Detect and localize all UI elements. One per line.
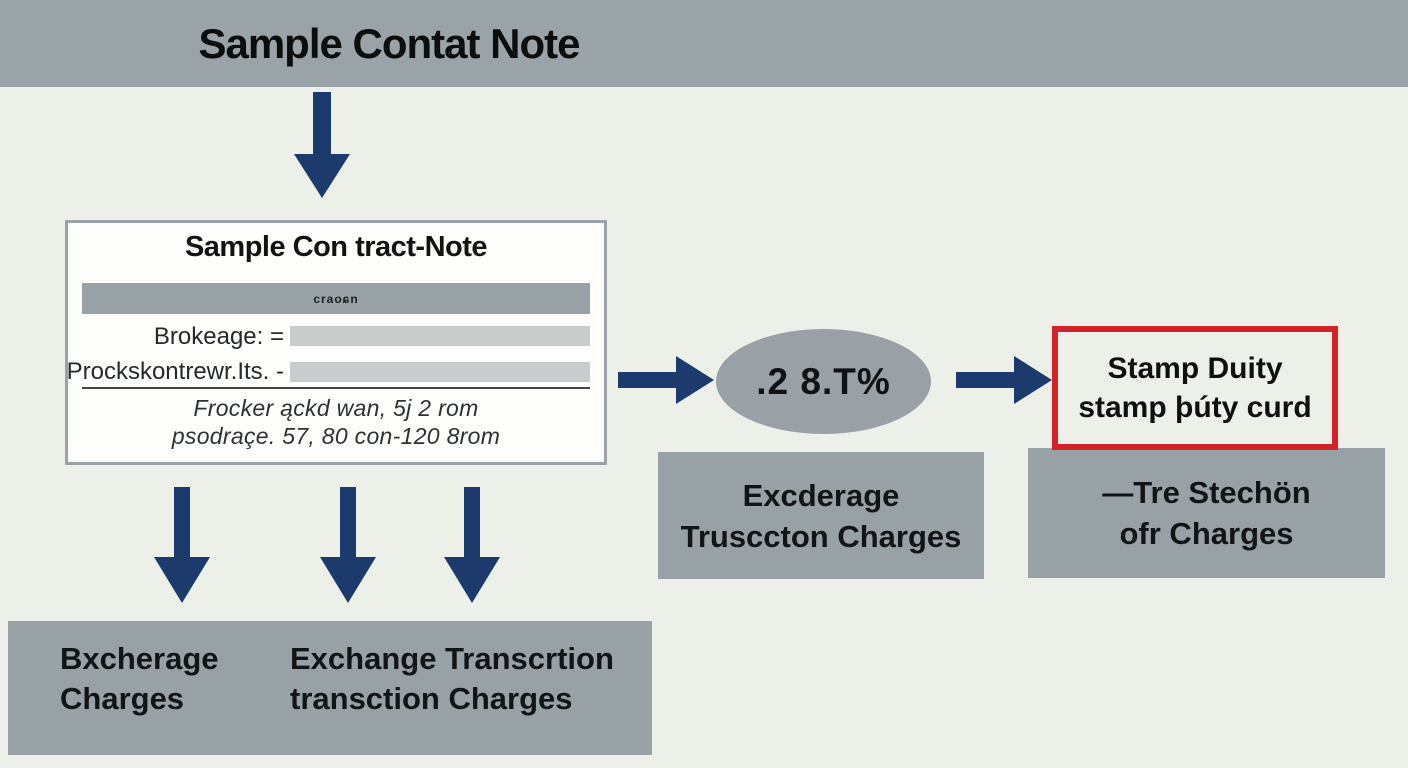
- rate-value: .2 8.T%: [756, 360, 891, 402]
- header-bar: Sample Contat Note: [0, 0, 1408, 87]
- stamp-duty-line2: stamp þúty curd: [1078, 391, 1312, 424]
- page-title: Sample Contat Note: [198, 19, 580, 67]
- contract-note-band: craoɕn: [82, 283, 590, 314]
- rate-ellipse: .2 8.T%: [716, 329, 931, 434]
- contract-note-band-text: craoɕn: [313, 291, 359, 306]
- brokerage-charges-line2: Charges: [60, 681, 185, 716]
- charges-row-label: Prockskontrewr.Its. -: [66, 358, 284, 385]
- securities-transaction-charges-box: —Tre Stechön ofr Charges: [1028, 448, 1385, 578]
- brokerage-charges-line1: Bxcherage: [60, 641, 219, 676]
- arrow-down-icon: [320, 487, 376, 603]
- note-footnote-line1: Frocker ąckd wan, 5j 2 rom: [193, 395, 479, 421]
- exchange-transaction-charges-label: Exchange Transcrtion transction Charges: [290, 639, 614, 719]
- arrow-right-icon: [618, 356, 714, 404]
- securities-txn-line2: ofr Charges: [1119, 516, 1294, 551]
- arrow-down-icon: [154, 487, 210, 603]
- brokerage-charges-label: Bxcherage Charges: [60, 639, 219, 719]
- stamp-duty-line1: Stamp Duity: [1107, 352, 1283, 385]
- charges-value-bar: [290, 362, 590, 382]
- bottom-charges-box: Bxcherage Charges Exchange Transcrtion t…: [8, 621, 652, 755]
- arrow-down-icon: [444, 487, 500, 603]
- exchange-charges-line2: transction Charges: [290, 681, 573, 716]
- divider-line: [82, 387, 590, 389]
- note-footnote-line2: psodraçe. 57, 80 con-120 8rom: [171, 423, 501, 449]
- arrow-down-icon: [294, 92, 350, 198]
- stamp-duty-highlight-box: Stamp Duity stamp þúty curd: [1052, 326, 1338, 450]
- arrow-right-icon: [956, 356, 1052, 404]
- exchange-txn-line2: Trusccton Charges: [680, 518, 962, 554]
- exchange-txn-line1: Excderage: [742, 477, 900, 513]
- contract-note-card: Sample Con tract-Note craoɕn Brokeage: =…: [65, 220, 607, 465]
- exchange-transaction-charges-box: Excderage Trusccton Charges: [658, 452, 984, 579]
- brokerage-row-label: Brokeage: =: [153, 323, 284, 350]
- exchange-charges-line1: Exchange Transcrtion: [290, 641, 614, 676]
- brokerage-value-bar: [290, 326, 590, 346]
- contract-note-title: Sample Con tract-Note: [184, 231, 488, 263]
- securities-txn-line1: —Tre Stechön: [1102, 475, 1311, 510]
